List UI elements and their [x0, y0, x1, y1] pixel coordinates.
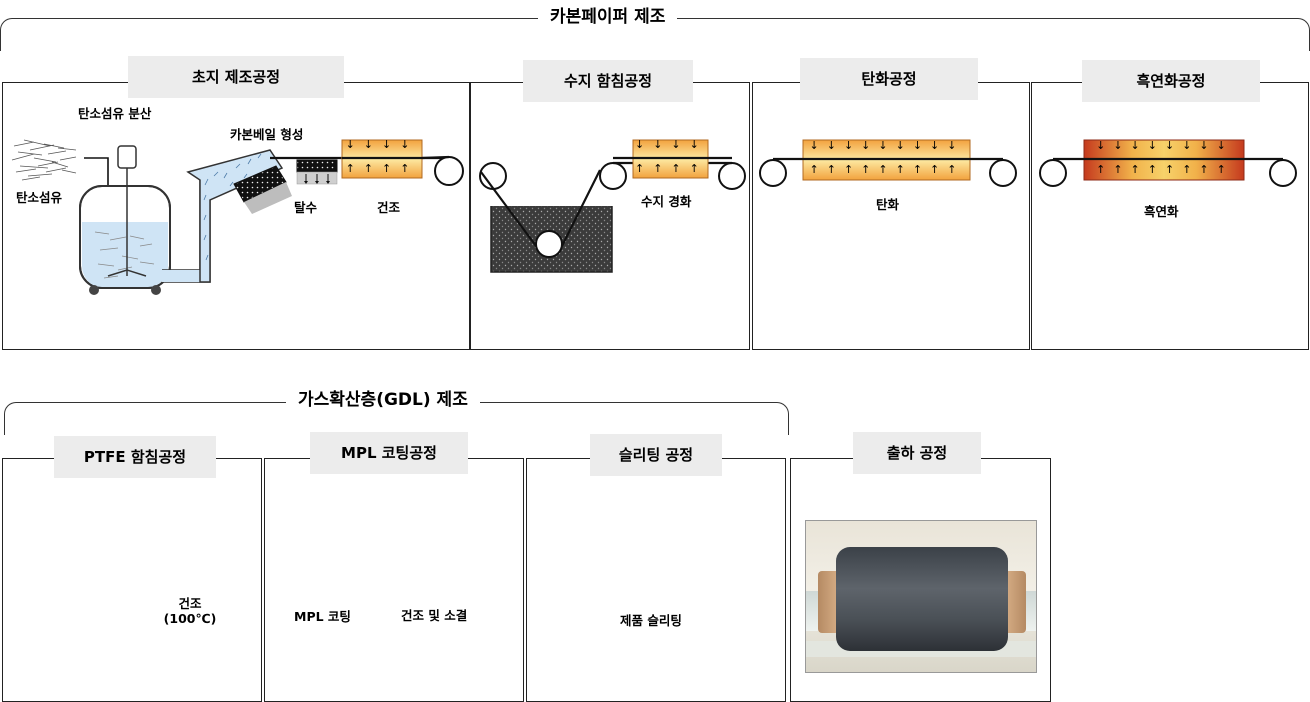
caption-carbon-fiber: 탄소섬유: [16, 190, 63, 205]
panel-mpl: [264, 458, 524, 702]
title-mpl: MPL 코팅공정: [310, 432, 468, 474]
arrows-down-graph: ↓↓↓↓↓↓↓↓: [1096, 139, 1234, 152]
caption-ptfe-dry-line2: (100℃): [163, 611, 217, 626]
arrows-down-dryer1: ↓↓↓↓: [345, 138, 419, 151]
arrows-up-graph: ↑↑↑↑↑↑↑↑: [1096, 163, 1234, 176]
caption-dispersion: 탄소섬유 분산: [78, 106, 152, 121]
section-title-carbon-paper: 카본페이퍼 제조: [538, 6, 678, 28]
photo-roll-end-left: [818, 571, 840, 633]
caption-veil-forming: 카본베일 형성: [230, 127, 304, 142]
motor: [117, 145, 137, 169]
caption-dry-sinter: 건조 및 소결: [401, 608, 468, 623]
dryer-papermaking: [341, 139, 423, 179]
caption-mpl-coating: MPL 코팅: [294, 609, 351, 624]
title-graphitization: 흑연화공정: [1082, 60, 1260, 102]
title-papermaking: 초지 제조공정: [128, 56, 344, 98]
caption-product-slitting: 제품 슬리팅: [620, 613, 682, 628]
section-title-gdl: 가스확산층(GDL) 제조: [286, 389, 480, 411]
arrows-down-carb: ↓↓↓↓↓↓↓↓↓: [809, 139, 965, 152]
caption-ptfe-dry: 건조 (100℃): [160, 596, 220, 626]
title-shipping: 출하 공정: [853, 432, 981, 474]
caption-dry: 건조: [377, 200, 401, 215]
arrows-down-dryer2: ↓↓↓↓: [635, 138, 708, 151]
mixing-tank: [79, 185, 171, 295]
panel-graphitization: [1031, 82, 1309, 350]
photo-roll-end-right: [1004, 571, 1026, 633]
title-slitting: 슬리팅 공정: [590, 434, 722, 476]
panel-ptfe: [2, 458, 262, 702]
title-resin: 수지 함침공정: [523, 60, 693, 102]
caption-dewater: 탈수: [294, 200, 318, 215]
title-carbonization: 탄화공정: [800, 58, 978, 100]
arrows-up-dryer2: ↑↑↑↑: [635, 162, 708, 175]
caption-ptfe-dry-line1: 건조: [178, 596, 202, 611]
shipping-roll-photo: [805, 520, 1037, 673]
caption-carbonization: 탄화: [876, 197, 900, 212]
photo-gdl-roll: [836, 547, 1008, 651]
caption-graphitization: 흑연화: [1144, 204, 1179, 219]
title-ptfe: PTFE 함침공정: [54, 436, 216, 478]
caption-resin-cure: 수지 경화: [641, 194, 692, 209]
carbon-fiber-cluster: [11, 139, 77, 181]
arrows-up-dryer1: ↑↑↑↑: [345, 162, 419, 175]
arrows-up-carb: ↑↑↑↑↑↑↑↑↑: [809, 163, 965, 176]
panel-carbonization: [752, 82, 1030, 350]
panel-slitting: [526, 458, 786, 702]
